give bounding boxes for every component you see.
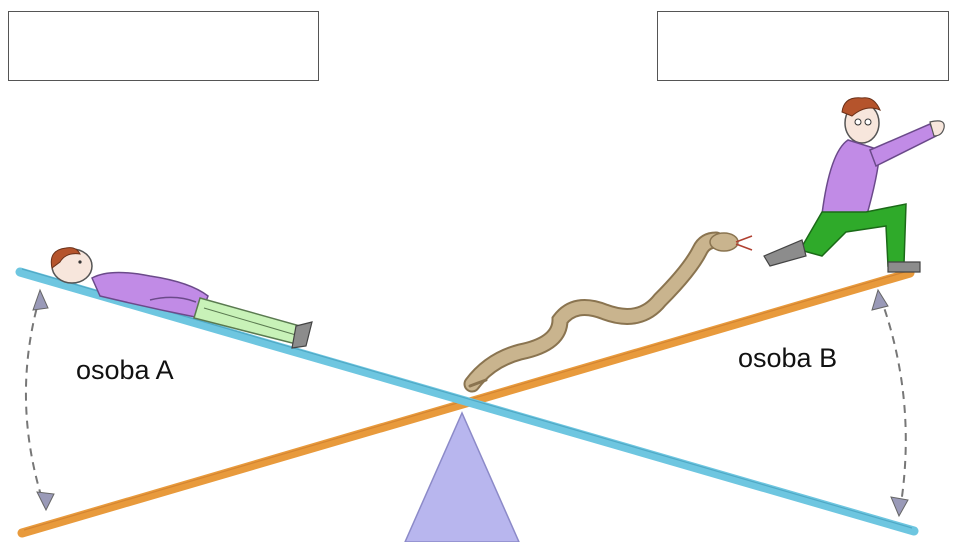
- snake-figure: [463, 231, 753, 393]
- answer-box-right[interactable]: [657, 11, 949, 81]
- left-arc-arrow-top-icon: [32, 288, 49, 311]
- right-arc-arrow-bottom-icon: [890, 496, 909, 518]
- right-arc-arrow-top-icon: [871, 288, 889, 311]
- label-person-a: osoba A: [76, 355, 174, 385]
- fulcrum-triangle: [404, 411, 520, 542]
- right-angle-arc: [879, 295, 907, 511]
- left-arc-arrow-bottom-icon: [36, 491, 55, 512]
- person-a-figure: [50, 247, 313, 349]
- label-person-b: osoba B: [738, 343, 838, 373]
- left-angle-arc: [24, 295, 45, 506]
- person-b-figure: [763, 97, 945, 273]
- answer-box-left[interactable]: [8, 11, 319, 81]
- plank-blue: [15, 267, 919, 536]
